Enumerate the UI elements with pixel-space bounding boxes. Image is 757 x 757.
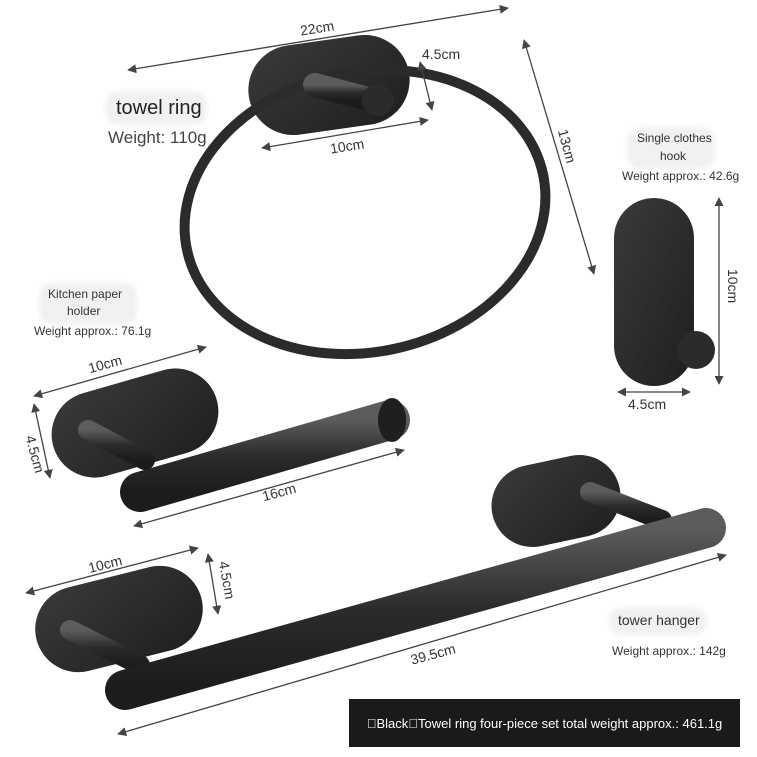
paper-holder-weight: Weight approx.: 76.1g (34, 324, 152, 338)
paper-holder-name-line2: holder (67, 304, 101, 318)
clothes-hook-knob (677, 331, 715, 369)
total-weight-text:  Black Towel ring four-piece set total w… (366, 715, 723, 731)
towel-ring-dimension-lines (127, 4, 597, 275)
towel-hanger-name-pill (612, 610, 704, 632)
paper-holder-dimension-lines (31, 344, 405, 529)
towel-ring-name-pill (108, 94, 204, 122)
paper-holder-name-pill (42, 286, 134, 322)
towel-hanger-dimension-lines (25, 545, 727, 737)
clothes-hook-height-label: 10cm (725, 268, 742, 304)
clothes-hook-name-line1: Single clothes (637, 131, 712, 145)
clothes-hook-name-pill (630, 130, 712, 166)
towel-ring-weight: Weight: 110g (108, 128, 207, 147)
towel-ring-name: towel ring (116, 97, 202, 119)
clothes-hook-dimension-lines (617, 197, 724, 397)
clothes-hook-weight: Weight approx.: 42.6g (622, 169, 740, 183)
towel-ring-plate-height-label: 4.5cm (422, 46, 461, 62)
paper-holder-end-cap (378, 398, 406, 442)
total-weight-banner:  Black Towel ring four-piece set total w… (349, 699, 740, 747)
towel-hanger-name: tower hanger (618, 612, 700, 628)
towel-hanger-right-arm (580, 482, 672, 530)
clothes-hook-width-label: 4.5cm (628, 396, 667, 412)
towel-ring-product (179, 34, 551, 360)
clothes-hook-name-line2: hook (660, 149, 687, 163)
clothes-hook-product (614, 198, 715, 386)
towel-ring-knob (362, 84, 394, 116)
towel-hanger-right-plate (491, 455, 621, 547)
paper-holder-name-line1: Kitchen paper (48, 287, 123, 301)
towel-hanger-weight: Weight approx.: 142g (612, 644, 726, 658)
